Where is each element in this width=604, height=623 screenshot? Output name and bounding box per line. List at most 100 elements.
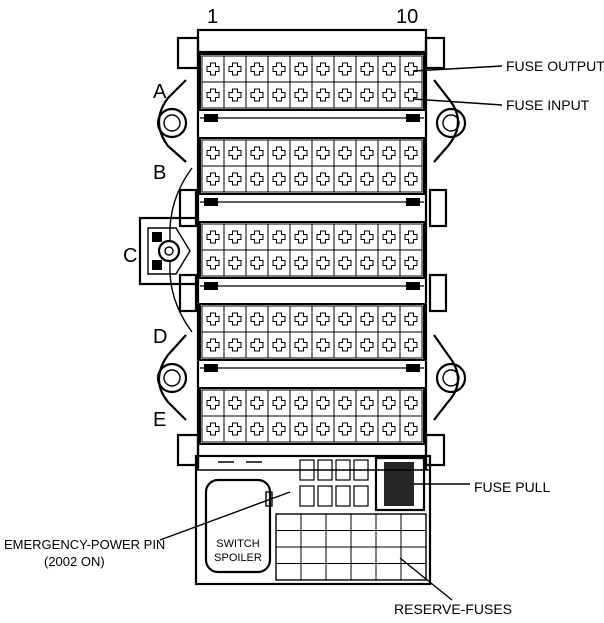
fuse-slot[interactable] bbox=[333, 223, 357, 251]
fuse-slot[interactable] bbox=[267, 305, 291, 333]
fuse-slot[interactable] bbox=[399, 249, 423, 277]
reserve-fuse-slot[interactable] bbox=[299, 459, 315, 481]
fuse-slot[interactable] bbox=[201, 55, 225, 83]
fuse-slot[interactable] bbox=[333, 331, 357, 359]
fuse-slot[interactable] bbox=[355, 305, 379, 333]
fuse-slot[interactable] bbox=[377, 389, 401, 417]
fuse-slot[interactable] bbox=[223, 81, 247, 109]
fuse-slot[interactable] bbox=[223, 165, 247, 193]
reserve-fuse-slot[interactable] bbox=[353, 459, 369, 481]
fuse-slot[interactable] bbox=[289, 305, 313, 333]
fuse-slot[interactable] bbox=[223, 55, 247, 83]
fuse-slot[interactable] bbox=[201, 165, 225, 193]
fuse-slot[interactable] bbox=[201, 249, 225, 277]
fuse-slot[interactable] bbox=[289, 415, 313, 443]
fuse-slot[interactable] bbox=[267, 331, 291, 359]
fuse-slot[interactable] bbox=[245, 331, 269, 359]
fuse-slot[interactable] bbox=[377, 305, 401, 333]
fuse-slot[interactable] bbox=[311, 305, 335, 333]
fuse-slot[interactable] bbox=[355, 249, 379, 277]
fuse-slot[interactable] bbox=[289, 331, 313, 359]
fuse-slot[interactable] bbox=[399, 223, 423, 251]
fuse-slot[interactable] bbox=[201, 139, 225, 167]
reserve-fuse-slot[interactable] bbox=[299, 485, 315, 507]
fuse-slot[interactable] bbox=[355, 223, 379, 251]
fuse-slot[interactable] bbox=[399, 389, 423, 417]
fuse-slot[interactable] bbox=[289, 55, 313, 83]
fuse-slot[interactable] bbox=[311, 415, 335, 443]
fuse-slot[interactable] bbox=[201, 389, 225, 417]
fuse-slot[interactable] bbox=[267, 389, 291, 417]
fuse-slot[interactable] bbox=[223, 223, 247, 251]
fuse-slot[interactable] bbox=[245, 389, 269, 417]
fuse-slot[interactable] bbox=[333, 389, 357, 417]
fuse-slot[interactable] bbox=[223, 331, 247, 359]
fuse-slot[interactable] bbox=[399, 415, 423, 443]
fuse-slot[interactable] bbox=[245, 165, 269, 193]
fuse-slot[interactable] bbox=[311, 389, 335, 417]
fuse-slot[interactable] bbox=[355, 81, 379, 109]
fuse-slot[interactable] bbox=[267, 415, 291, 443]
fuse-slot[interactable] bbox=[377, 139, 401, 167]
fuse-slot[interactable] bbox=[377, 249, 401, 277]
fuse-slot[interactable] bbox=[289, 165, 313, 193]
fuse-slot[interactable] bbox=[289, 249, 313, 277]
fuse-slot[interactable] bbox=[333, 165, 357, 193]
fuse-slot[interactable] bbox=[289, 139, 313, 167]
fuse-slot[interactable] bbox=[311, 55, 335, 83]
reserve-fuse-slot[interactable] bbox=[353, 485, 369, 507]
fuse-slot[interactable] bbox=[311, 165, 335, 193]
fuse-slot[interactable] bbox=[333, 139, 357, 167]
fuse-slot[interactable] bbox=[377, 331, 401, 359]
fuse-slot[interactable] bbox=[355, 415, 379, 443]
fuse-slot[interactable] bbox=[333, 415, 357, 443]
fuse-slot[interactable] bbox=[311, 223, 335, 251]
fuse-slot[interactable] bbox=[311, 331, 335, 359]
fuse-slot[interactable] bbox=[289, 81, 313, 109]
fuse-slot[interactable] bbox=[245, 415, 269, 443]
fuse-slot[interactable] bbox=[223, 415, 247, 443]
fuse-slot[interactable] bbox=[311, 249, 335, 277]
fuse-slot[interactable] bbox=[399, 55, 423, 83]
fuse-slot[interactable] bbox=[245, 55, 269, 83]
fuse-slot[interactable] bbox=[377, 81, 401, 109]
reserve-fuse-slot[interactable] bbox=[335, 459, 351, 481]
fuse-slot[interactable] bbox=[355, 389, 379, 417]
fuse-slot[interactable] bbox=[311, 139, 335, 167]
fuse-slot[interactable] bbox=[377, 415, 401, 443]
fuse-slot[interactable] bbox=[289, 389, 313, 417]
fuse-slot[interactable] bbox=[267, 139, 291, 167]
fuse-slot[interactable] bbox=[201, 81, 225, 109]
reserve-fuse-slot[interactable] bbox=[335, 485, 351, 507]
reserve-fuse-slot[interactable] bbox=[317, 485, 333, 507]
fuse-slot[interactable] bbox=[223, 139, 247, 167]
fuse-slot[interactable] bbox=[333, 249, 357, 277]
fuse-slot[interactable] bbox=[399, 81, 423, 109]
fuse-slot[interactable] bbox=[399, 331, 423, 359]
fuse-slot[interactable] bbox=[289, 223, 313, 251]
fuse-slot[interactable] bbox=[333, 55, 357, 83]
fuse-slot[interactable] bbox=[399, 139, 423, 167]
fuse-slot[interactable] bbox=[399, 305, 423, 333]
fuse-slot[interactable] bbox=[377, 165, 401, 193]
fuse-slot[interactable] bbox=[201, 415, 225, 443]
fuse-slot[interactable] bbox=[245, 305, 269, 333]
fuse-slot[interactable] bbox=[223, 389, 247, 417]
fuse-slot[interactable] bbox=[267, 223, 291, 251]
fuse-slot[interactable] bbox=[399, 165, 423, 193]
fuse-slot[interactable] bbox=[267, 81, 291, 109]
fuse-slot[interactable] bbox=[267, 55, 291, 83]
fuse-slot[interactable] bbox=[223, 305, 247, 333]
fuse-slot[interactable] bbox=[245, 223, 269, 251]
fuse-slot[interactable] bbox=[333, 305, 357, 333]
fuse-slot[interactable] bbox=[355, 55, 379, 83]
fuse-slot[interactable] bbox=[333, 81, 357, 109]
fuse-slot[interactable] bbox=[355, 331, 379, 359]
fuse-slot[interactable] bbox=[267, 165, 291, 193]
fuse-slot[interactable] bbox=[377, 223, 401, 251]
fuse-slot[interactable] bbox=[223, 249, 247, 277]
fuse-slot[interactable] bbox=[355, 139, 379, 167]
fuse-slot[interactable] bbox=[245, 139, 269, 167]
fuse-slot[interactable] bbox=[377, 55, 401, 83]
fuse-slot[interactable] bbox=[201, 223, 225, 251]
